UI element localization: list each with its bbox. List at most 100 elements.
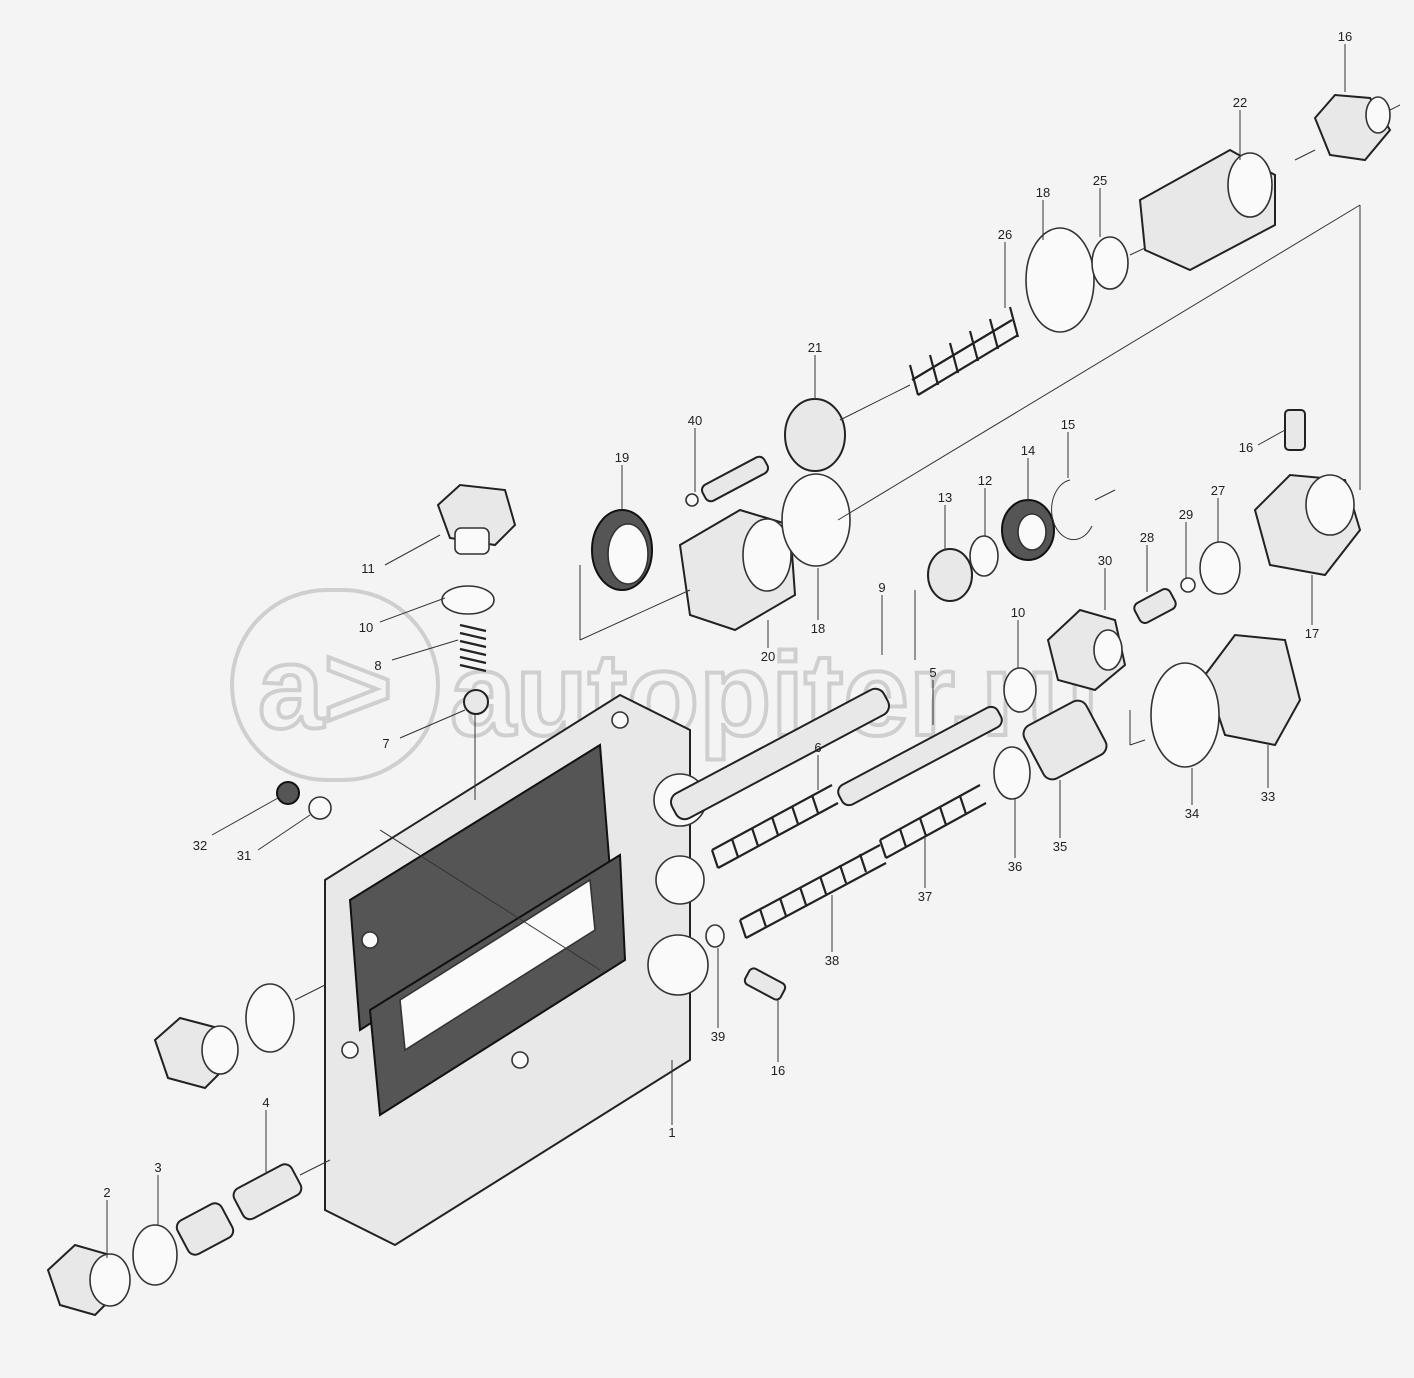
watermark-logo-frame <box>230 588 440 782</box>
leader-8 <box>391 639 459 661</box>
plug-11-thread <box>454 527 490 555</box>
label-14: 14 <box>1021 443 1035 458</box>
leader-7 <box>399 709 466 739</box>
label-18b: 18 <box>811 621 825 636</box>
valve-4-body <box>175 1202 235 1256</box>
label-3: 3 <box>154 1160 161 1175</box>
label-40: 40 <box>688 413 702 428</box>
axis-line <box>1094 489 1116 501</box>
label-2: 2 <box>103 1185 110 1200</box>
ring-34 <box>1150 662 1220 768</box>
axis-line <box>294 984 326 1001</box>
washer-27 <box>1199 541 1241 595</box>
plug-11 <box>436 483 517 555</box>
axis-line <box>1129 739 1146 746</box>
label-19: 19 <box>615 450 629 465</box>
spool-5 <box>837 705 1003 807</box>
fitting-16-bottom-body <box>743 967 787 1001</box>
sleeve-22 <box>1138 148 1276 272</box>
snap-ring-15 <box>1051 479 1093 541</box>
label-1: 1 <box>668 1125 675 1140</box>
label-37: 37 <box>918 889 932 904</box>
ring-40 <box>685 493 699 507</box>
fitting-16-top-tip <box>1365 96 1391 134</box>
bushing-14 <box>1001 499 1055 561</box>
axis-line <box>1294 149 1316 161</box>
label-39: 39 <box>711 1029 725 1044</box>
plug-17 <box>1253 473 1362 577</box>
axis-line <box>837 204 1361 521</box>
seal-ring-3 <box>132 1224 178 1286</box>
cap-33 <box>1203 633 1302 747</box>
bushing-14-inner <box>1017 513 1047 551</box>
plug-30-bore <box>1093 629 1123 671</box>
axis-line <box>1129 247 1146 256</box>
nut-13 <box>927 548 973 602</box>
plug-left-thread <box>201 1025 239 1075</box>
label-17: 17 <box>1305 626 1319 641</box>
leader-10a <box>379 597 446 623</box>
label-16b: 16 <box>1239 440 1253 455</box>
label-9: 9 <box>878 580 885 595</box>
valve-body-hole <box>341 1041 359 1059</box>
valve-body-bore-mid <box>655 855 705 905</box>
leader-11 <box>384 534 441 566</box>
pin-28 <box>1133 588 1177 624</box>
spring-8 <box>459 623 487 673</box>
ring-36 <box>993 746 1031 800</box>
valve-body-hole <box>611 711 629 729</box>
ring-31 <box>308 796 332 820</box>
spring-38 <box>738 844 887 939</box>
label-28: 28 <box>1140 530 1154 545</box>
plug-2 <box>46 1243 131 1317</box>
plug-left <box>153 1016 239 1090</box>
plug-2-thread <box>89 1253 131 1307</box>
washer-25 <box>1091 236 1129 290</box>
axis-line <box>579 589 691 641</box>
ring-18-upper <box>1025 227 1095 333</box>
valve-21-stem <box>700 455 770 503</box>
ball-7 <box>463 689 489 715</box>
label-33: 33 <box>1261 789 1275 804</box>
plug-30 <box>1046 608 1127 692</box>
valve-35-body <box>1022 699 1108 781</box>
washer-10 <box>441 585 495 615</box>
axis-line <box>1389 104 1401 111</box>
ring-29 <box>1180 577 1196 593</box>
fitting-16-top <box>1313 93 1392 162</box>
sleeve-22-bore <box>1227 152 1273 218</box>
valve-21-head <box>784 398 846 472</box>
label-32: 32 <box>193 838 207 853</box>
label-5: 5 <box>929 665 936 680</box>
fitting-16-mid <box>1284 409 1306 451</box>
axis-line <box>839 384 911 421</box>
leader-32 <box>211 797 279 836</box>
label-35: 35 <box>1053 839 1067 854</box>
label-21: 21 <box>808 340 822 355</box>
plug-17-face <box>1305 474 1355 536</box>
label-31: 31 <box>237 848 251 863</box>
valve-body-hole <box>511 1051 529 1069</box>
label-11: 11 <box>361 561 375 576</box>
valve-body-part <box>324 693 709 1247</box>
leader-lines <box>106 44 1346 1258</box>
sleeve-20 <box>678 508 797 632</box>
fitting-16-bottom <box>743 967 787 1001</box>
label-8: 8 <box>374 658 381 673</box>
ring-19 <box>591 509 653 591</box>
label-7: 7 <box>382 736 389 751</box>
spool-5-body <box>837 705 1003 807</box>
label-10a: 10 <box>359 620 373 635</box>
spool-9 <box>669 687 891 821</box>
label-6: 6 <box>814 740 821 755</box>
valve-body-rib <box>399 878 596 1052</box>
label-10b: 10 <box>1011 605 1025 620</box>
ring-10-lower <box>1003 667 1037 713</box>
plug-32 <box>276 781 300 805</box>
leader-16b <box>1257 429 1286 446</box>
spring-6 <box>710 784 839 869</box>
assembly-lines <box>294 104 1401 1176</box>
valve-4-head <box>232 1163 303 1221</box>
